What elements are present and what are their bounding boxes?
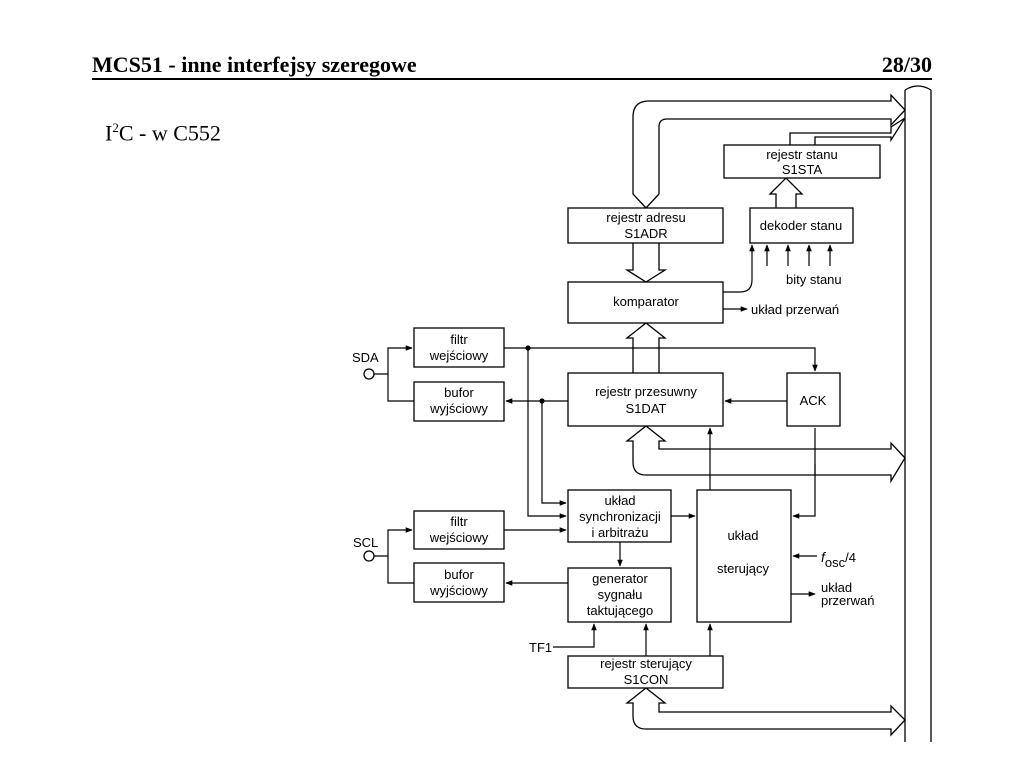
filtr-scl-line1: filtr <box>450 514 468 529</box>
generator-line2: sygnału <box>598 587 643 602</box>
s1adr-line2: S1ADR <box>624 226 667 241</box>
fosc-sub: osc <box>825 555 846 570</box>
block-s1con <box>567 655 724 689</box>
fosc-f: f <box>821 549 827 565</box>
bufor-scl-line2: wyjściowy <box>429 583 488 598</box>
block-bufor-sda <box>413 381 505 422</box>
sync-line3: i arbitrażu <box>591 525 648 540</box>
scl-pin-icon <box>363 550 375 562</box>
generator-line1: generator <box>592 571 648 586</box>
s1dat-line2: S1DAT <box>626 401 667 416</box>
s1sta-line1: rejestr stanu <box>766 147 838 162</box>
bus-arrow-top <box>632 93 906 209</box>
bus-arrow-sta <box>789 117 906 145</box>
page-number: 28/30 <box>881 52 932 77</box>
arrow-adr-komparator <box>624 243 668 283</box>
generator-line3: taktującego <box>587 603 654 618</box>
bufor-sda-line2: wyjściowy <box>429 401 488 416</box>
fosc-div: /4 <box>845 550 856 565</box>
block-s1sta <box>723 144 881 179</box>
subtitle-text: C - w C552 <box>118 120 221 146</box>
s1con-line2: S1CON <box>624 672 669 687</box>
block-filtr-scl <box>413 510 505 550</box>
dekoder-label: dekoder stanu <box>760 218 842 233</box>
s1dat-line1: rejestr przesuwny <box>595 384 697 399</box>
block-dekoder <box>749 207 854 244</box>
subtitle-prefix: I <box>105 120 113 146</box>
slide-header: MCS51 - inne interfejsy szeregowe 28/30 <box>92 50 932 80</box>
block-generator <box>567 567 672 623</box>
filtr-sda-line1: filtr <box>450 332 468 347</box>
scl-label: SCL <box>353 535 378 550</box>
sda-label: SDA <box>352 350 379 365</box>
s1sta-line2: S1STA <box>782 162 823 177</box>
internal-bus <box>904 85 932 742</box>
s1con-line1: rejestr sterujący <box>600 656 692 671</box>
komparator-label: komparator <box>613 294 679 309</box>
bufor-scl-line1: bufor <box>444 567 474 582</box>
przerwan-label-2a: układ <box>821 580 852 595</box>
block-filtr-sda <box>413 327 505 368</box>
przerwan-label-1: układ przerwań <box>751 302 839 317</box>
bufor-sda-line1: bufor <box>444 385 474 400</box>
sterujacy-line2: sterujący <box>717 561 770 576</box>
bus-arrow-con <box>625 687 906 737</box>
block-s1adr <box>567 207 724 244</box>
filtr-sda-line2: wejściowy <box>429 348 489 363</box>
s1adr-line1: rejestr adresu <box>606 210 685 225</box>
block-s1dat <box>567 372 724 427</box>
bity-stanu-label: bity stanu <box>786 272 842 287</box>
block-sterujacy <box>696 489 792 623</box>
slide-subtitle: I2C - w C552 <box>105 120 221 146</box>
block-komparator <box>567 281 724 324</box>
sterujacy-line1: układ <box>727 528 758 543</box>
sda-pin-icon <box>363 368 375 380</box>
ack-label: ACK <box>800 393 827 408</box>
block-bufor-scl <box>413 562 505 603</box>
fosc-label: fosc/4 <box>821 549 856 570</box>
slide-title: MCS51 - inne interfejsy szeregowe <box>92 52 417 77</box>
block-ack <box>786 372 841 427</box>
subtitle-superscript: 2 <box>112 120 119 135</box>
przerwan-label-2b: przerwań <box>821 593 874 608</box>
bus-arrow-dat <box>625 425 906 484</box>
tf1-label: TF1 <box>529 640 552 655</box>
sync-line1: układ <box>604 493 635 508</box>
arrow-dekoder-sta <box>768 177 804 208</box>
sync-line2: synchronizacji <box>579 509 661 524</box>
filtr-scl-line2: wejściowy <box>429 530 489 545</box>
